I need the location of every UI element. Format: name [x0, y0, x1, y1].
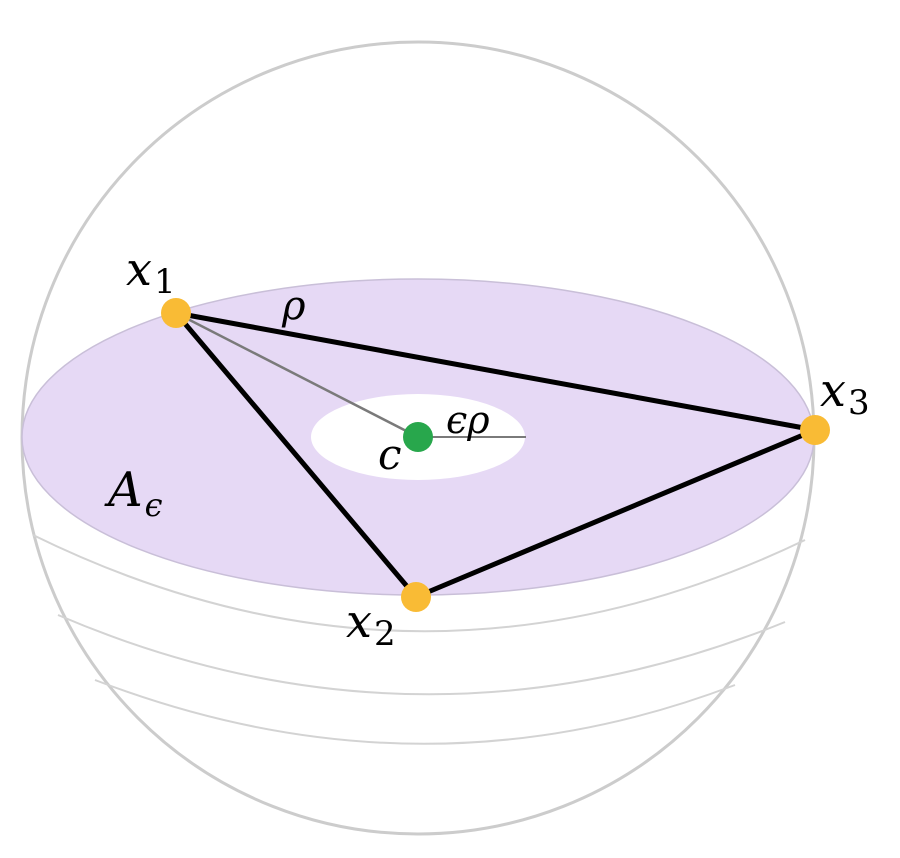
label-center: c	[378, 430, 402, 479]
label-region-sub: ϵ	[145, 486, 163, 524]
latitude-line-1	[32, 534, 806, 633]
label-eps-rho: ϵρ	[446, 398, 490, 442]
point-x2	[401, 582, 431, 612]
label-region-a-eps: Aϵ	[104, 462, 163, 524]
label-x3-sub: 3	[848, 383, 870, 423]
label-x2-sub: 2	[374, 614, 396, 654]
radius-line-rho	[175, 311, 419, 439]
label-region-base: A	[104, 462, 143, 518]
label-x2: x2	[346, 594, 396, 654]
point-center	[403, 422, 433, 452]
label-x1: x1	[126, 242, 176, 302]
latitude-line-2	[57, 614, 786, 696]
point-x3	[800, 415, 830, 445]
label-x3-base: x	[820, 363, 846, 417]
label-x1-base: x	[126, 242, 152, 296]
label-x1-sub: 1	[154, 262, 176, 302]
label-x2-base: x	[346, 594, 372, 648]
point-x1	[161, 298, 191, 328]
label-x3: x3	[820, 363, 870, 423]
label-rho: ρ	[281, 283, 306, 329]
triangle-x1-x2-x3	[173, 310, 818, 600]
latitude-line-3	[94, 679, 736, 745]
